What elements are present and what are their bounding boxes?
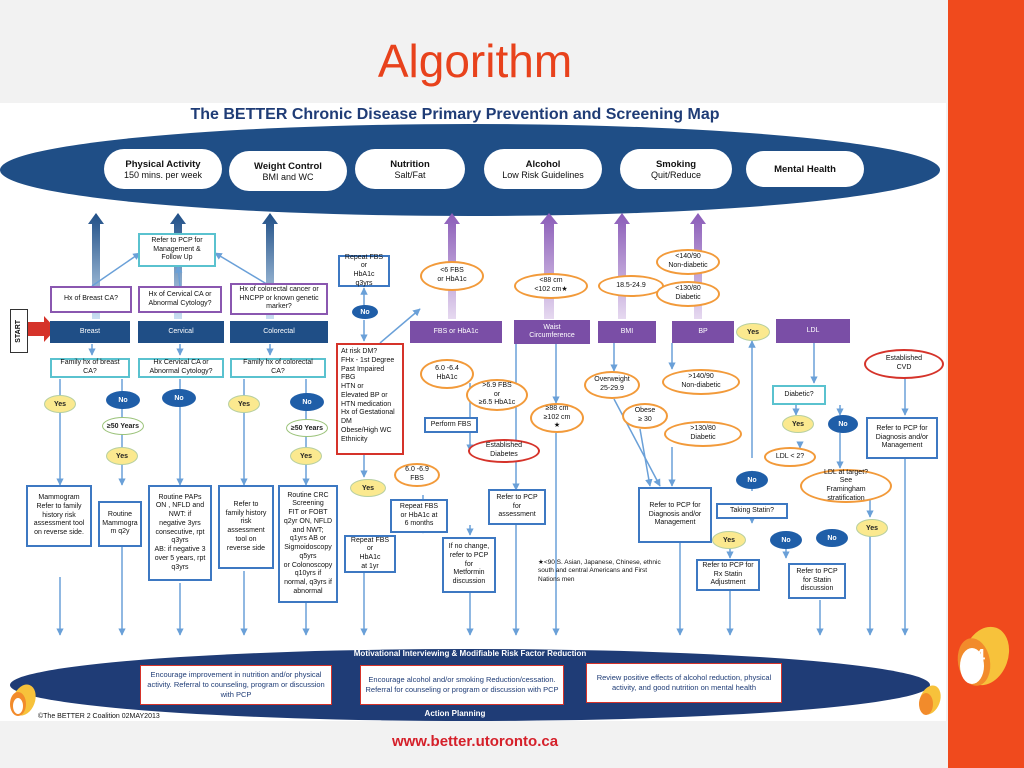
established-cvd-node: Established CVD: [864, 349, 944, 379]
fbs-gt69-node: >6.9 FBS or ≥6.5 HbA1c: [466, 379, 528, 411]
bp-gt-diabetic-node: >130/80 Diabetic: [664, 421, 742, 447]
repeat-fbs-6months-box: Repeat FBS or HbA1c at 6 months: [390, 499, 448, 533]
routine-paps-box: Routine PAPs ON , NFLD and NWT: if negat…: [148, 485, 212, 581]
ethnicity-footnote: ★<90 S. Asian, Japanese, Chinese, ethnic…: [538, 559, 661, 583]
page-number: 14: [964, 646, 986, 666]
refer-family-history-box: Refer to family history risk assessment …: [218, 485, 274, 569]
yes-badge: Yes: [44, 395, 76, 413]
map-title: The BETTER Chronic Disease Primary Preve…: [190, 106, 720, 123]
hx-cervical-box: Hx of Cervical CA or Abnormal Cytology?: [138, 286, 222, 313]
obese-node: Obese ≥ 30: [622, 403, 668, 429]
waist-lt-node: <88 cm <102 cm★: [514, 273, 588, 299]
mammogram-box: Mammogram Refer to family history risk a…: [26, 485, 92, 547]
header-colorectal: Colorectal: [230, 321, 328, 343]
refer-diagnosis-right-box: Refer to PCP for Diagnosis and/or Manage…: [866, 417, 938, 459]
hx-breast-box: Hx of Breast CA?: [50, 286, 132, 313]
statin-discussion-box: Refer to PCP for Statin discussion: [788, 563, 846, 599]
diabetic-question-box: Diabetic?: [772, 385, 826, 405]
family-hx-breast-box: Family hx of breast CA?: [50, 358, 130, 378]
action-planning-label: Action Planning: [424, 708, 486, 718]
header-bmi: BMI: [598, 321, 656, 343]
encourage-alcohol-smoking-box: Encourage alcohol and/or smoking Reducti…: [360, 665, 564, 705]
yes-badge: Yes: [736, 323, 770, 341]
bp-lt-diabetic-node: <130/80 Diabetic: [656, 281, 720, 307]
header-breast: Breast: [50, 321, 130, 343]
yes-badge: Yes: [712, 531, 746, 549]
routine-mammogram-box: Routine Mammogra m q2y: [98, 501, 142, 547]
no-badge: No: [290, 393, 324, 411]
fbs-6-69-node: 6.0 -6.9 FBS: [394, 463, 440, 487]
yes-badge: Yes: [290, 447, 322, 465]
header-cervical: Cervical: [138, 321, 224, 343]
yes-badge: Yes: [228, 395, 260, 413]
bp-gt-nondiabetic-node: >140/90 Non-diabetic: [662, 369, 740, 395]
bmi-range-node: 18.5-24.9: [598, 275, 664, 297]
right-small-logo-icon: [919, 685, 941, 715]
ldl-lt2-node: LDL < 2?: [764, 447, 816, 467]
routine-crc-box: Routine CRC Screening FIT or FOBT q2yr O…: [278, 485, 338, 603]
perform-fbs-box: Perform FBS: [424, 417, 478, 433]
header-fbs-hba1c: FBS or HbA1c: [410, 321, 502, 343]
header-ldl: LDL: [776, 319, 850, 343]
no-change-metformin-box: If no change, refer to PCP for Metformin…: [442, 537, 496, 593]
age-50-badge-b: ≥50 Years: [286, 419, 328, 437]
fbs-lt6-node: <6 FBS or HbA1c: [420, 261, 484, 291]
map-connectors: [0, 124, 940, 721]
no-badge: No: [736, 471, 768, 489]
ldl-target-node: LDL at target? See Framingham stratifica…: [800, 469, 892, 503]
start-label: START: [10, 309, 28, 353]
header-waist: Waist Circumference: [514, 320, 590, 344]
bp-lt-nondiabetic-node: <140/90 Non-diabetic: [656, 249, 720, 275]
copyright-text: ©The BETTER 2 Coalition 02MAY2013: [38, 713, 160, 720]
yes-badge: Yes: [782, 415, 814, 433]
website-url[interactable]: www.better.utoronto.ca: [391, 733, 559, 750]
start-arrow: [28, 316, 56, 342]
established-diabetes-node: Established Diabetes: [468, 439, 540, 463]
repeat-fbs-3yrs-box: Repeat FBS or HbA1c q3yrs: [338, 254, 390, 287]
yes-badge: Yes: [106, 447, 138, 465]
taking-statin-box: Taking Statin?: [716, 503, 788, 519]
bottom-banner: Motivational Interviewing & Modifiable R…: [353, 648, 587, 658]
pill-mental-health: Mental Health: [746, 151, 864, 187]
top-behaviour-ellipse: [0, 124, 940, 216]
encourage-nutrition-box: Encourage improvement in nutrition and/o…: [140, 665, 332, 705]
left-logo-icon: [10, 684, 36, 716]
age-50-badge-a: ≥50 Years: [102, 417, 144, 435]
no-badge: No: [352, 305, 378, 319]
overweight-node: Overweight 25-29.9: [584, 371, 640, 399]
refer-diagnosis-left-box: Refer to PCP for Diagnosis and/or Manage…: [638, 487, 712, 543]
prevention-screening-map: The BETTER Chronic Disease Primary Preve…: [0, 103, 946, 721]
rx-statin-box: Refer to PCP for Rx Statin Adjustment: [696, 559, 760, 591]
yes-badge: Yes: [856, 519, 888, 537]
better-logo-icon: [957, 626, 1010, 686]
refer-management-follow-up-box: Refer to PCP for Management & Follow Up: [138, 233, 216, 267]
slide-title: Algorithm: [377, 35, 573, 87]
waist-ge-node: ≥88 cm ≥102 cm ★: [530, 403, 584, 433]
yes-badge: Yes: [350, 479, 386, 497]
hba1c-6-6-4-node: 6.0 -6.4 HbA1c: [420, 359, 474, 389]
header-bp: BP: [672, 321, 734, 343]
refer-assessment-box: Refer to PCP for assessment: [488, 489, 546, 525]
hx-colorectal-box: Hx of colorectal cancer or HNCPP or know…: [230, 283, 328, 315]
family-hx-colorectal-box: Family hx of colorectal CA?: [230, 358, 326, 378]
no-badge: No: [106, 391, 140, 409]
at-risk-dm-box: At risk DM? FHx - 1st Degree Past Impair…: [336, 343, 404, 455]
no-badge: No: [162, 389, 196, 407]
no-badge: No: [770, 531, 802, 549]
no-badge: No: [816, 529, 848, 547]
no-badge: No: [828, 415, 858, 433]
hx-cervical-2-box: Hx Cervical CA or Abnormal Cytology?: [138, 358, 224, 378]
repeat-fbs-1yr-box: Repeat FBS or HbA1c at 1yr: [344, 535, 396, 573]
review-mental-health-box: Review positive effects of alcohol reduc…: [586, 663, 782, 703]
